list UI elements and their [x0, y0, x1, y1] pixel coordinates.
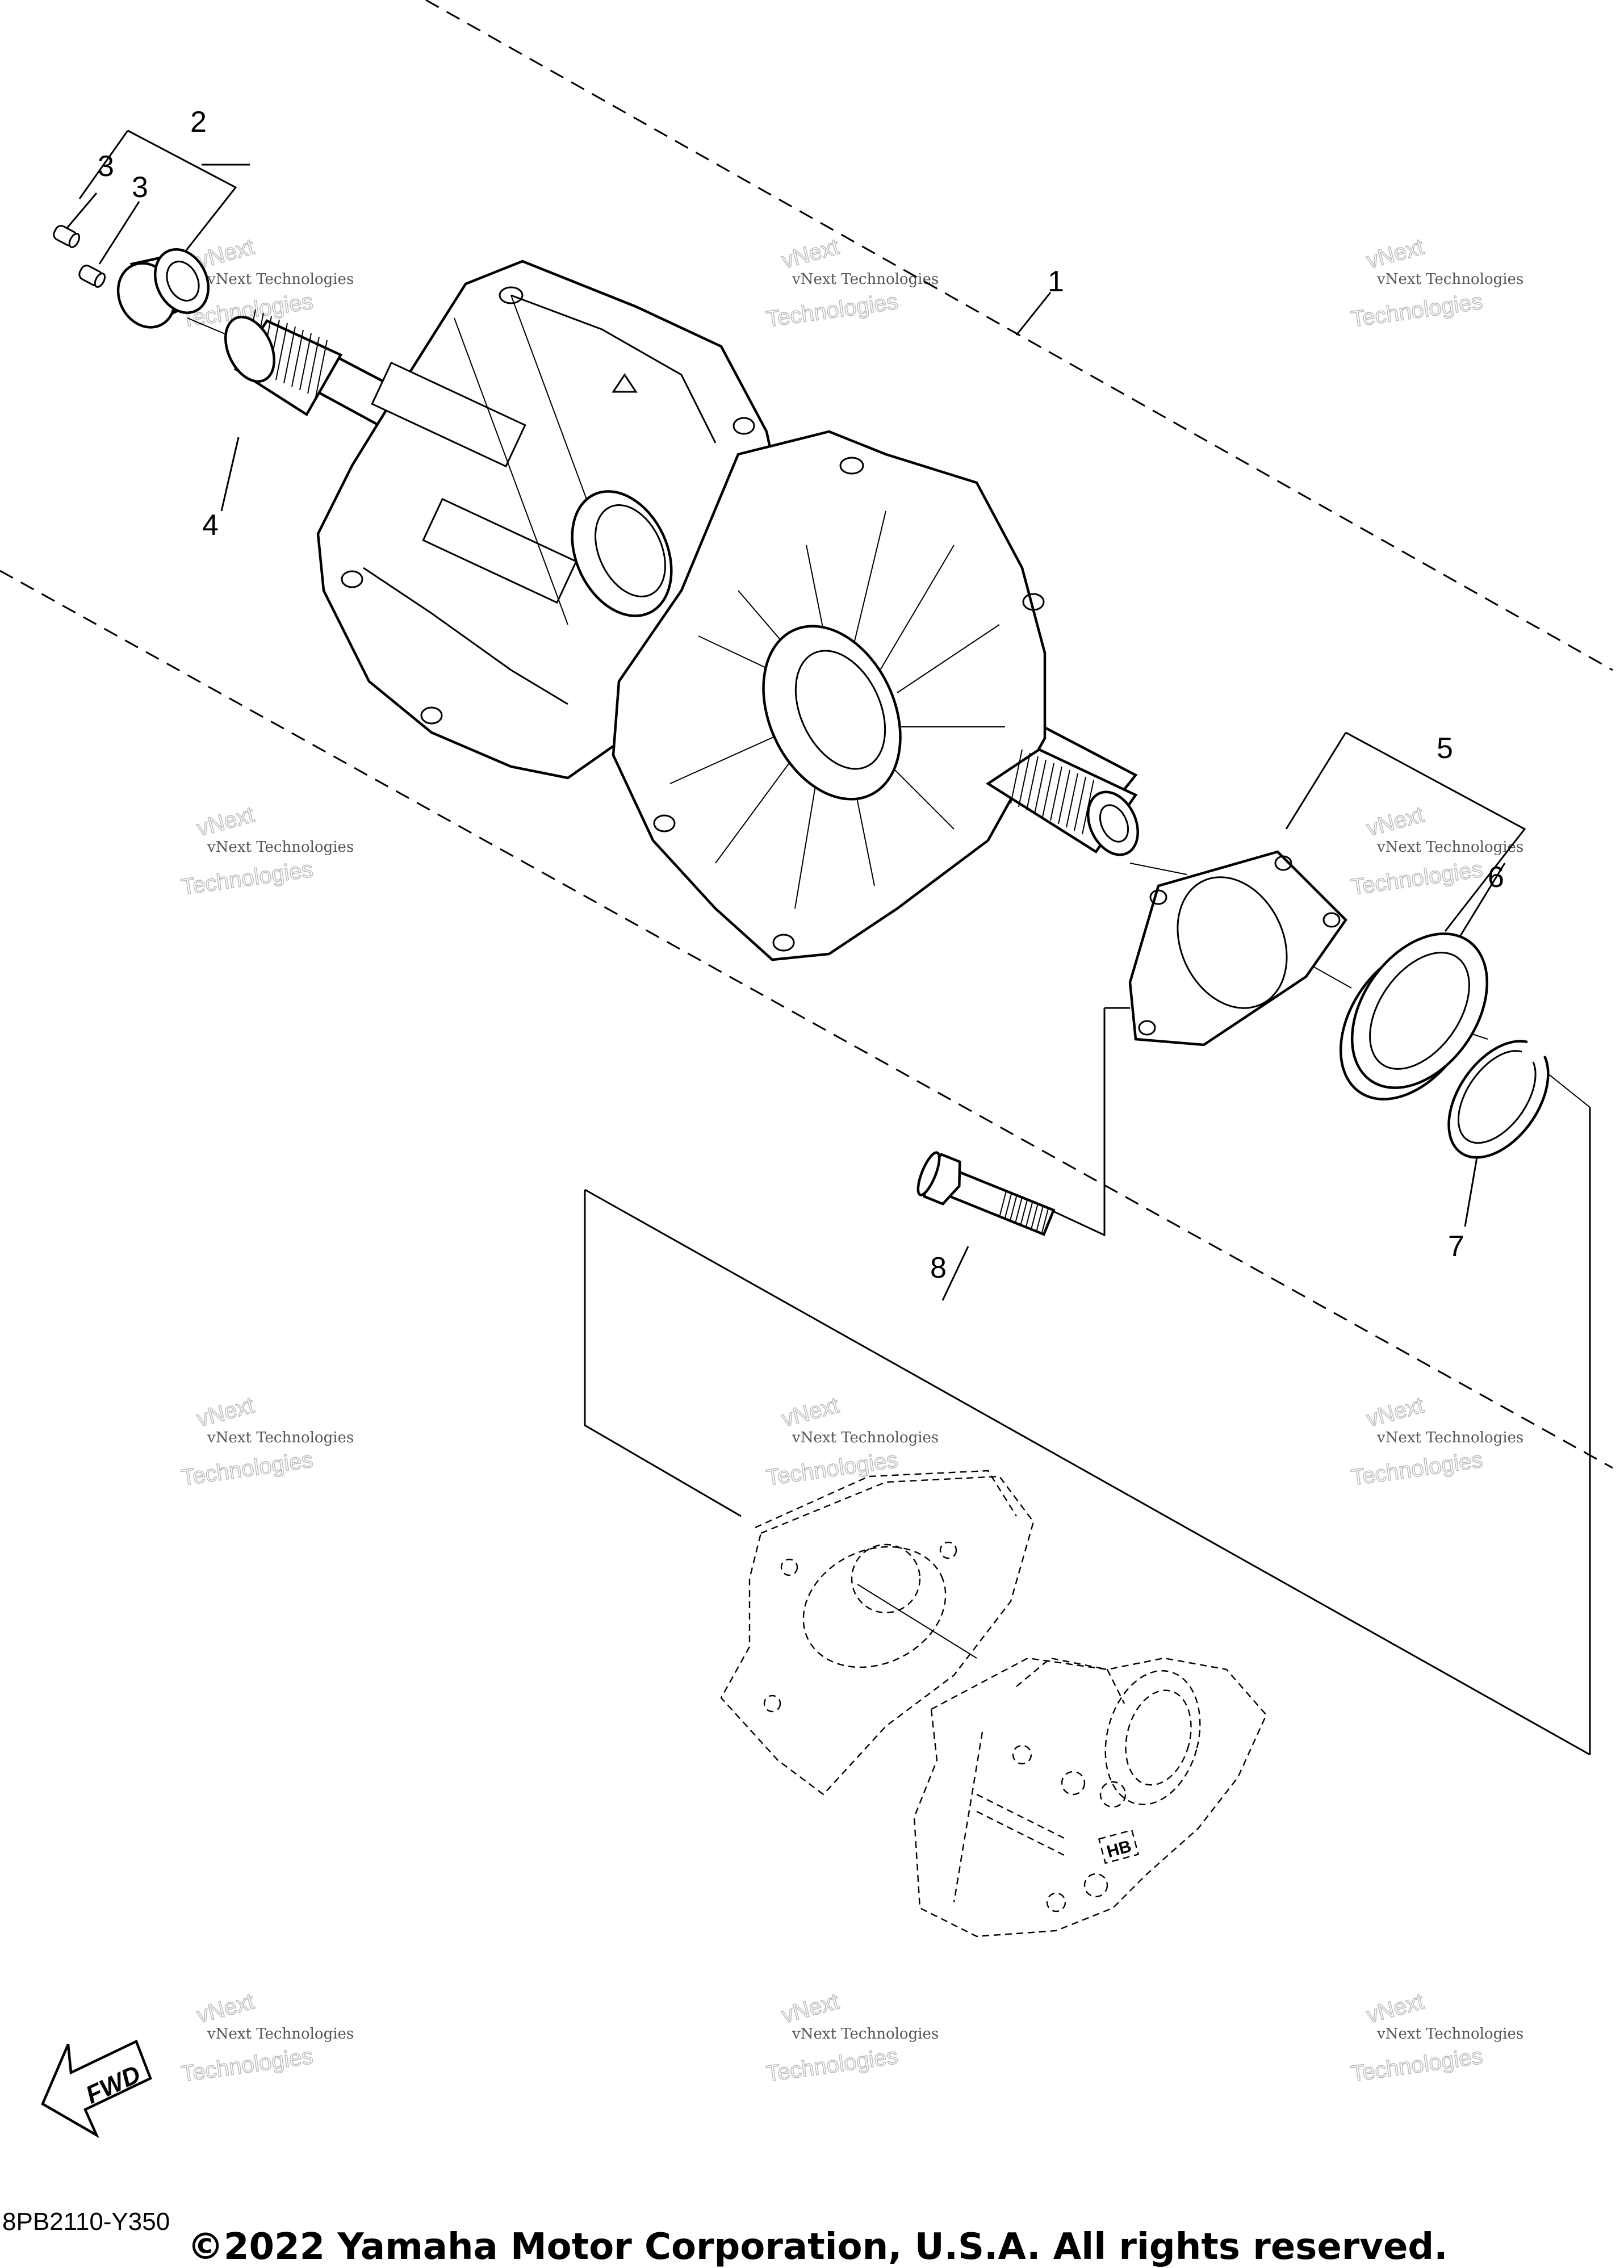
hb-mark: HB	[1105, 1837, 1133, 1861]
sprocket-right	[612, 430, 1047, 961]
watermark-vnext: vNext	[779, 234, 842, 273]
watermark-text: vNext Technologies	[792, 1429, 939, 1446]
callout-5: 5	[1437, 732, 1453, 765]
reference-brake-bracket	[720, 1470, 1035, 1796]
watermark-text: vNext Technologies	[207, 839, 354, 856]
callout-4: 4	[202, 509, 219, 542]
part-5-bearing-plate	[1128, 850, 1347, 1047]
part-7-circlip	[1447, 1040, 1550, 1159]
watermark-vnext: vNext	[1364, 234, 1426, 273]
watermark-technologies: Technologies	[180, 1447, 315, 1491]
watermark-text: vNext Technologies	[1376, 271, 1523, 288]
watermark-technologies: Technologies	[1350, 1447, 1484, 1491]
right-spline-end	[985, 748, 1140, 856]
watermark-text: vNext Technologies	[207, 1429, 354, 1446]
callout-3-a: 3	[98, 150, 114, 183]
callout-numbers: 1 2 3 3 4 5 6 7 8	[98, 106, 1504, 1284]
watermark-vnext: vNext	[1364, 1989, 1426, 2028]
part-6-oil-seal	[1339, 932, 1489, 1100]
watermark-text: vNext Technologies	[792, 271, 939, 288]
watermark-technologies: Technologies	[1350, 2044, 1484, 2087]
watermark-technologies: Technologies	[180, 2044, 315, 2087]
watermark-vnext: vNext	[779, 1989, 842, 2028]
watermark-technologies: Technologies	[765, 289, 899, 332]
watermark-vnext: vNext	[194, 1392, 257, 1432]
part-2-bearing	[116, 248, 210, 329]
callout-6: 6	[1488, 861, 1504, 894]
watermark-technologies: Technologies	[1350, 289, 1484, 332]
watermark-technologies: Technologies	[765, 2044, 899, 2087]
callout-8: 8	[930, 1252, 947, 1284]
watermark-technologies: Technologies	[765, 1447, 899, 1491]
reference-brake-caliper: HB	[913, 1657, 1267, 1938]
watermark-vnext: vNext	[1364, 1392, 1426, 1432]
callout-7: 7	[1448, 1230, 1464, 1263]
callout-1: 1	[1048, 265, 1064, 298]
watermark-technologies: Technologies	[180, 857, 315, 900]
watermark-text: vNext Technologies	[1376, 2026, 1523, 2043]
part-3-dowel-pins	[53, 225, 106, 288]
part-1-drive-shaft-assembly	[224, 260, 1140, 961]
watermark-vnext: vNext	[194, 1989, 257, 2028]
callout-3-b: 3	[132, 171, 148, 204]
forward-arrow-icon: FWD	[41, 2039, 152, 2139]
watermark-technologies: Technologies	[1350, 857, 1484, 900]
watermark-text: vNext Technologies	[1376, 839, 1523, 856]
part-8-bolt	[916, 1151, 1056, 1236]
watermark-text: vNext Technologies	[207, 271, 354, 288]
assembly-dashed-outline	[0, 0, 1613, 1469]
watermark-text: vNext Technologies	[1376, 1429, 1523, 1446]
watermark-vnext: vNext	[1364, 802, 1426, 841]
watermark-text: vNext Technologies	[207, 2026, 354, 2043]
watermark-text: vNext Technologies	[792, 2026, 939, 2043]
watermark-vnext: vNext	[194, 802, 257, 841]
copyright-notice: ©2022 Yamaha Motor Corporation, U.S.A. A…	[187, 2226, 1448, 2268]
part-4-spline-end	[224, 309, 343, 417]
watermark-vnext: vNext	[779, 1392, 842, 1432]
diagram-code: 8PB2110-Y350	[2, 2208, 170, 2236]
callout-2: 2	[190, 106, 207, 139]
